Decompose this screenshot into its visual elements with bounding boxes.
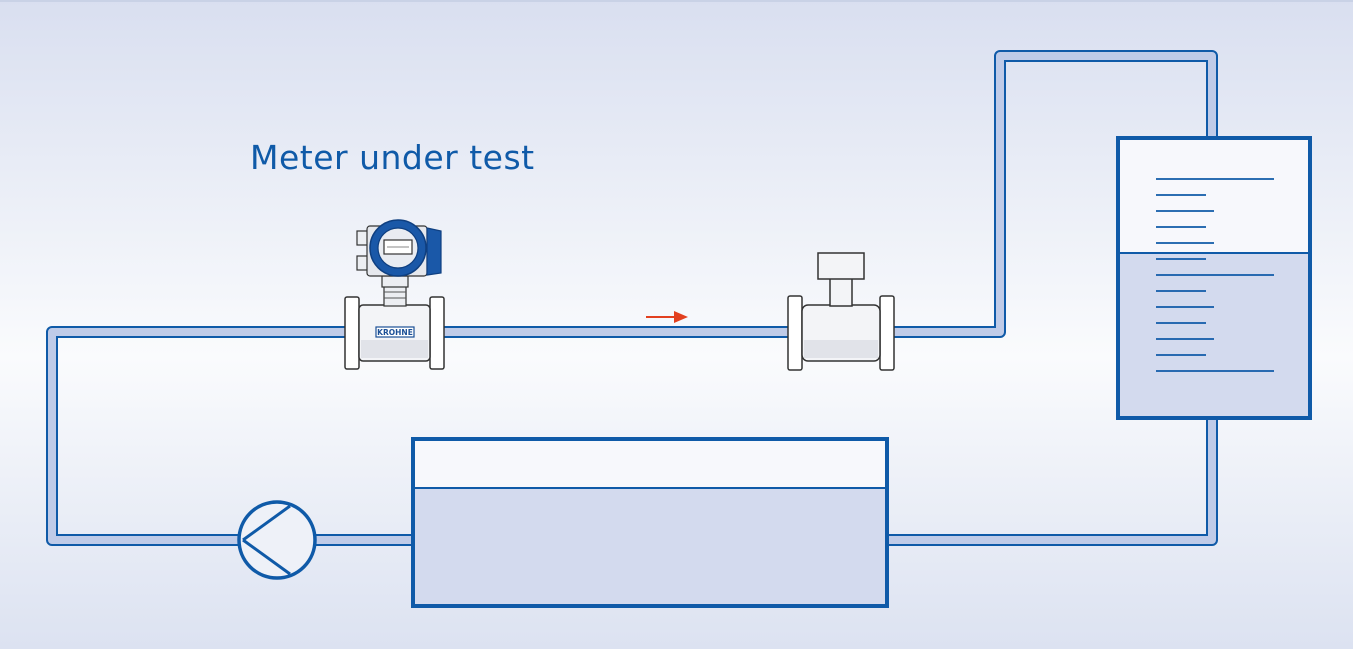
brand-plate — [375, 326, 415, 338]
flow-arrow-icon — [646, 311, 688, 323]
pipe-loop — [46, 50, 1218, 546]
tank-level-scale — [1156, 178, 1274, 372]
header-tank — [1116, 136, 1312, 420]
diagram-title: Meter under test — [250, 138, 535, 177]
meter-under-test: KROHNE — [344, 219, 445, 370]
brand-label: KROHNE — [377, 328, 413, 337]
reference-meter — [787, 252, 895, 371]
pump-icon — [237, 500, 317, 580]
storage-tank — [411, 437, 889, 608]
